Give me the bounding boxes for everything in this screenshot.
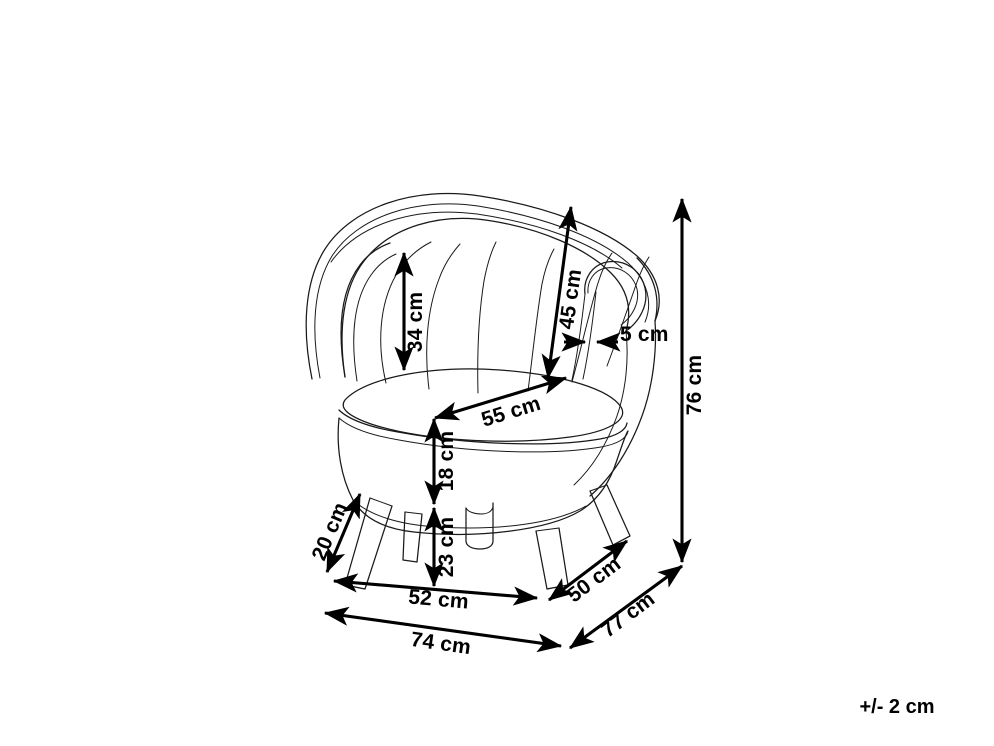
right-armrest-scroll-inner bbox=[587, 267, 639, 326]
right-side-body bbox=[589, 320, 657, 497]
dimension-annotations bbox=[323, 197, 692, 653]
tolerance-note: +/- 2 cm bbox=[859, 696, 934, 718]
center-support-post bbox=[465, 502, 494, 550]
label-34cm: 34 cm bbox=[404, 292, 427, 353]
seat-base-bottom bbox=[352, 499, 587, 529]
label-52cm: 52 cm bbox=[407, 585, 469, 613]
left-armrest bbox=[340, 242, 391, 378]
dim-line-77cm bbox=[568, 564, 684, 650]
dimension-labels: 34 cm 45 cm 5 cm 55 cm 76 cm 18 cm 23 cm… bbox=[308, 268, 706, 660]
backrest-edge-b bbox=[582, 291, 597, 380]
backrest-inner-shell bbox=[314, 203, 650, 379]
label-18cm: 18 cm bbox=[435, 431, 458, 492]
dim-line-74cm bbox=[323, 606, 563, 653]
dim-line-45cm bbox=[541, 205, 578, 380]
label-76cm: 76 cm bbox=[683, 355, 706, 416]
right-armrest-outer bbox=[636, 257, 658, 322]
backrest-front-face bbox=[341, 217, 630, 378]
chair-illustration bbox=[305, 192, 660, 590]
label-23cm: 23 cm bbox=[435, 517, 458, 578]
label-77cm: 77 cm bbox=[597, 587, 659, 642]
backrest-top-rim bbox=[330, 211, 623, 269]
left-armrest-inner bbox=[353, 253, 397, 382]
leg-rear-left bbox=[402, 511, 423, 563]
backrest-outer-shell bbox=[305, 192, 660, 380]
right-armrest-scroll bbox=[584, 260, 647, 332]
dim-line-20cm bbox=[325, 492, 362, 574]
leg-rear-right bbox=[589, 484, 631, 546]
seat-front-welt bbox=[338, 409, 628, 445]
seat-front-welt-lower bbox=[338, 417, 629, 453]
dim-line-52cm bbox=[332, 573, 539, 606]
right-side-body-inner bbox=[573, 330, 628, 486]
label-55cm: 55 cm bbox=[479, 392, 544, 432]
leg-front-right bbox=[535, 527, 569, 590]
dim-line-55cm bbox=[433, 375, 568, 421]
seat-cushion-top bbox=[342, 368, 624, 442]
label-50cm: 50 cm bbox=[563, 552, 625, 607]
label-5cm: 5 cm bbox=[620, 323, 669, 346]
